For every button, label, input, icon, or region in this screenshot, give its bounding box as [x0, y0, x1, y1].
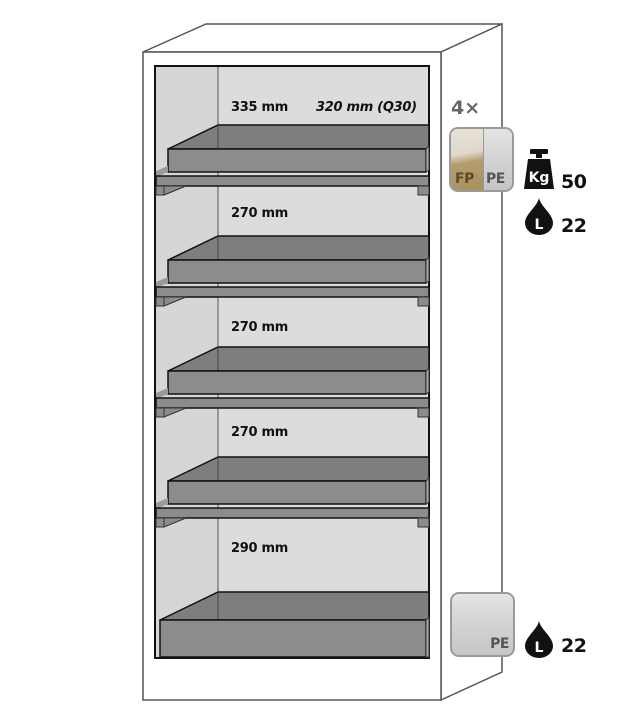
fp-label: FP	[455, 171, 474, 187]
sump-pe-label: PE	[490, 636, 509, 652]
bottom-sump	[159, 591, 430, 658]
fp-material-swatch	[451, 129, 483, 190]
compartment-1-height: 335 mm	[231, 100, 288, 115]
liquid-drop-icon: L	[525, 198, 553, 235]
sump-liquid-drop-icon: L	[525, 621, 553, 658]
shelf-tray-1	[155, 124, 430, 196]
compartment-5-height: 290 mm	[231, 541, 288, 556]
shelf-material-badge: FP PE	[449, 127, 514, 192]
max-load-value: 50	[561, 171, 587, 193]
svg-text:L: L	[535, 217, 544, 233]
cabinet-top-face	[142, 23, 503, 53]
compartment-4-height: 270 mm	[231, 425, 288, 440]
sump-material-badge: PE	[450, 592, 515, 657]
compartment-3-height: 270 mm	[231, 320, 288, 335]
pe-label: PE	[486, 171, 505, 187]
svg-text:L: L	[535, 640, 544, 656]
svg-text:Kg: Kg	[529, 170, 550, 186]
compartment-1-height-q30: 320 mm (Q30)	[316, 100, 417, 115]
shelf-count-multiplier: 4×	[451, 97, 481, 119]
pe-material-swatch	[483, 129, 512, 190]
shelf-tray-3	[155, 346, 430, 418]
shelf-volume-value: 22	[561, 215, 587, 237]
compartment-2-height: 270 mm	[231, 206, 288, 221]
weight-icon: Kg	[524, 149, 554, 189]
sump-volume-value: 22	[561, 635, 587, 657]
shelf-tray-4	[155, 456, 430, 528]
shelf-tray-2	[155, 235, 430, 307]
